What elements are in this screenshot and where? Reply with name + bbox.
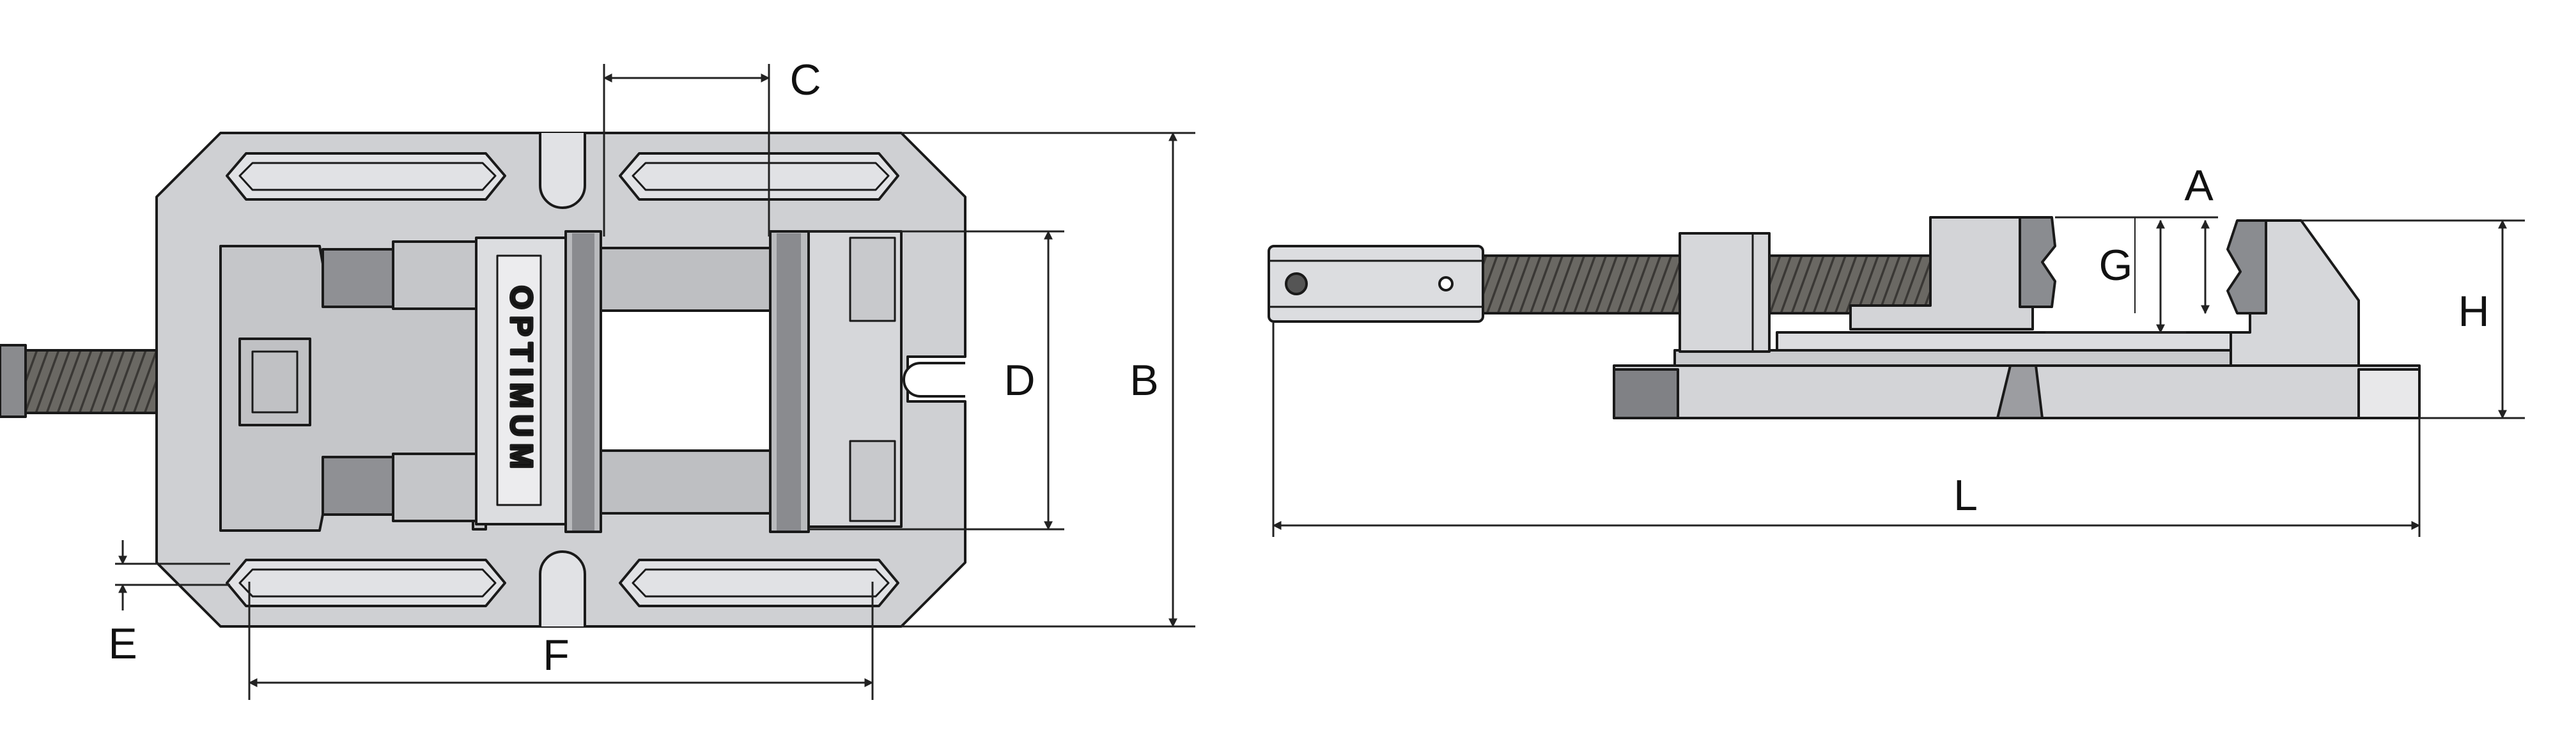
fixed-jaw-insert	[2226, 219, 2267, 314]
guide-bar-lower	[322, 456, 404, 516]
dim-label-l: L	[1953, 471, 1978, 520]
jaw-opening	[600, 247, 772, 312]
dim-label-c: C	[789, 56, 821, 104]
movable-jaw-insert	[2019, 216, 2056, 308]
dim-label-f: F	[543, 631, 570, 679]
mounting-slots	[226, 152, 899, 607]
notch-right	[903, 362, 965, 398]
guide-bar-upper	[322, 248, 404, 308]
dim-label-d: D	[1004, 356, 1035, 405]
top-view: OPTIMUM	[0, 132, 966, 628]
dimension-labels: C B D E F A G H L	[108, 56, 2489, 679]
side-view	[1268, 216, 2421, 419]
dim-label-a: A	[2184, 161, 2214, 210]
dim-label-b: B	[1129, 356, 1158, 405]
screw-end-nut	[0, 344, 27, 418]
dim-label-g: G	[2099, 241, 2133, 290]
nut-block	[238, 338, 311, 426]
dim-label-e: E	[108, 619, 137, 668]
dimension-lines	[115, 64, 2525, 700]
dim-label-h: H	[2458, 287, 2489, 336]
brand-plate	[496, 254, 542, 506]
notch-top	[539, 133, 586, 209]
rear-block-side	[1679, 232, 1771, 353]
notch-bottom	[539, 550, 586, 626]
brand-logo: OPTIMUM	[504, 286, 538, 476]
handle-hole	[1285, 272, 1308, 295]
